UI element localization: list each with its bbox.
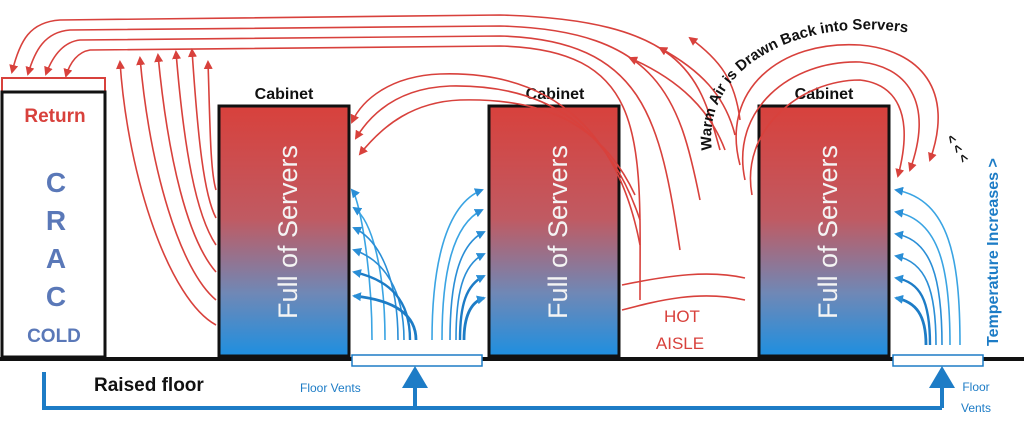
temperature-increases-label: Temperature Increases > bbox=[985, 158, 1002, 346]
floor-vent-left bbox=[351, 354, 483, 367]
server-rack bbox=[757, 104, 891, 358]
floor-vents-label: Floor Vents bbox=[300, 381, 361, 395]
cold-air-arrows bbox=[350, 186, 961, 346]
cabinet-1: Cabinet Full of Servers bbox=[217, 86, 351, 358]
crac-letter-a: A bbox=[46, 243, 66, 274]
rack-label: Full of Servers bbox=[543, 145, 573, 319]
server-rack bbox=[487, 104, 621, 358]
hot-aisle-label-line1: HOT bbox=[664, 307, 700, 326]
floor-vents-label-right-1: Floor bbox=[962, 380, 989, 394]
raised-floor-label: Raised floor bbox=[94, 375, 204, 396]
hot-aisle-label-line2: AISLE bbox=[656, 334, 704, 353]
cabinet-title: Cabinet bbox=[526, 86, 585, 103]
crac-letter-r: R bbox=[46, 205, 66, 236]
cabinet-2: Cabinet Full of Servers bbox=[487, 86, 621, 358]
crac-letter-c2: C bbox=[46, 281, 66, 312]
floor-vent-right bbox=[892, 354, 984, 367]
crac-unit bbox=[0, 90, 107, 359]
rack-label: Full of Servers bbox=[273, 145, 303, 319]
hot-air-arrows bbox=[9, 14, 939, 326]
vent-arrow-right bbox=[929, 366, 955, 388]
warm-air-chevrons: < < < bbox=[943, 132, 972, 166]
rack-label: Full of Servers bbox=[813, 145, 843, 319]
crac-letter-c1: C bbox=[46, 167, 66, 198]
floor-vents-label-right-2: Vents bbox=[961, 401, 991, 415]
cabinet-3: Cabinet Full of Servers bbox=[757, 86, 891, 358]
return-label: Return bbox=[24, 106, 85, 127]
server-rack bbox=[217, 104, 351, 358]
cold-label: COLD bbox=[27, 326, 81, 347]
vent-arrow-left bbox=[402, 366, 428, 388]
crac-return-duct bbox=[1, 77, 106, 93]
cabinet-title: Cabinet bbox=[795, 86, 854, 103]
cabinet-title: Cabinet bbox=[255, 86, 314, 103]
underfloor-supply-duct bbox=[42, 372, 944, 410]
